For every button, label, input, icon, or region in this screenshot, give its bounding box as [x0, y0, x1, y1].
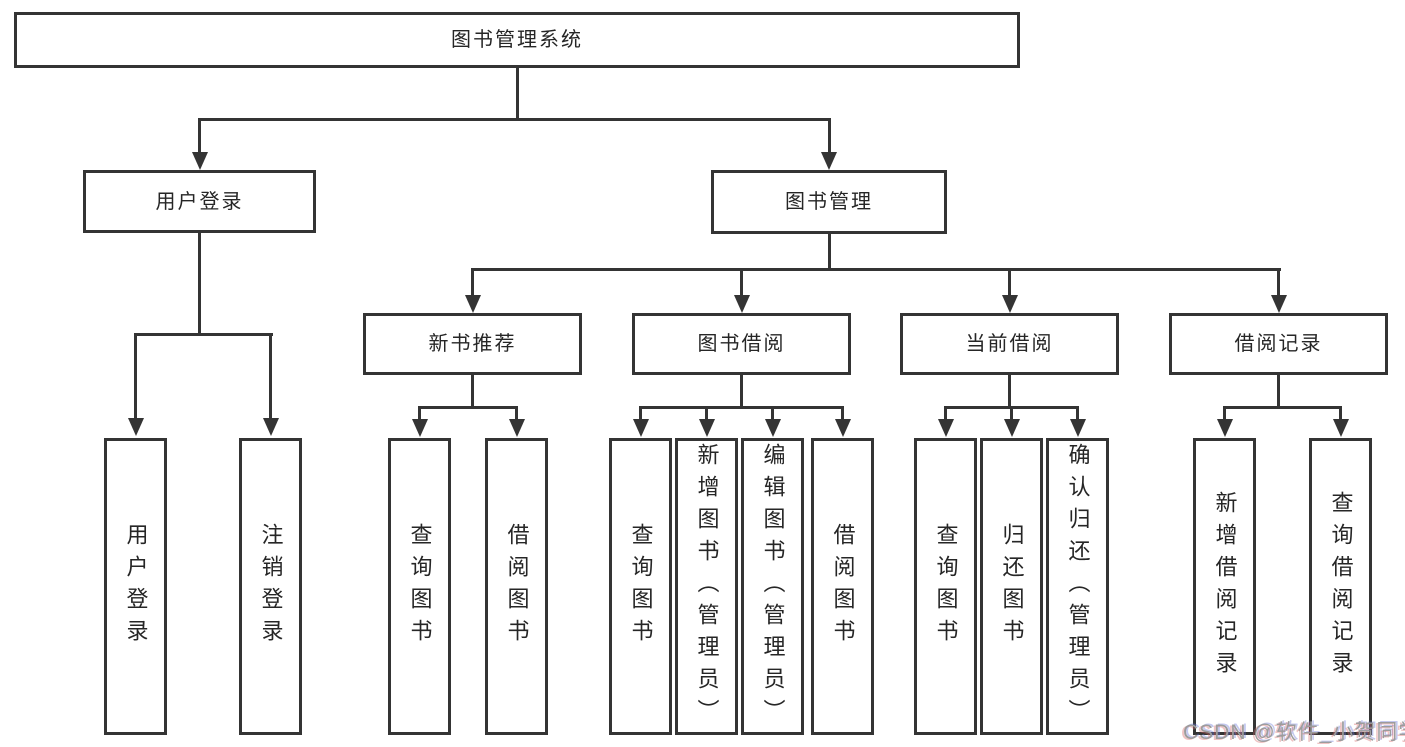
connector-vline [515, 406, 518, 421]
arrow-down-icon [1332, 419, 1349, 437]
arrow-down-icon [127, 418, 144, 436]
leaf-bb-borrow-book-label: 借阅图书 [830, 522, 856, 651]
connector-vline [1008, 268, 1011, 297]
leaf-user-login-label: 用户登录 [123, 522, 149, 651]
leaf-br-add-record: 新增借阅记录 [1193, 438, 1256, 735]
connector-vline [1223, 406, 1226, 421]
connector-vline [1010, 406, 1013, 421]
connector-vline [705, 406, 708, 421]
leaf-rec-query-book-label: 查询图书 [407, 522, 433, 651]
connector-hline [639, 406, 844, 409]
node-borrow-records-label: 借阅记录 [1234, 333, 1323, 355]
leaf-br-query-record: 查询借阅记录 [1309, 438, 1372, 735]
leaf-bb-edit-book: 编辑图书（管理员） [741, 438, 804, 735]
arrow-down-icon [821, 152, 837, 170]
connector-hline [471, 268, 1281, 271]
connector-hline [1223, 406, 1342, 409]
leaf-bb-add-book-label: 新增图书（管理员） [694, 442, 720, 731]
connector-vline [827, 234, 831, 271]
connector-vline [471, 268, 474, 297]
arrow-down-icon [508, 419, 525, 437]
node-book-borrow-label: 图书借阅 [697, 333, 786, 355]
leaf-bb-add-book: 新增图书（管理员） [675, 438, 738, 735]
arrow-down-icon [1003, 419, 1020, 437]
node-borrow-records: 借阅记录 [1169, 313, 1388, 375]
connector-vline [1076, 406, 1079, 421]
connector-vline [740, 375, 743, 409]
leaf-cb-return-book: 归还图书 [980, 438, 1043, 735]
leaf-bb-query-book-label: 查询图书 [628, 522, 654, 651]
node-user-login: 用户登录 [83, 170, 316, 233]
node-new-book-rec: 新书推荐 [363, 313, 582, 375]
leaf-cb-confirm-return: 确认归还（管理员） [1046, 438, 1109, 735]
connector-vline [639, 406, 642, 421]
node-root-label: 图书管理系统 [451, 29, 583, 51]
connector-vline [418, 406, 421, 421]
node-user-login-label: 用户登录 [155, 190, 244, 213]
leaf-bb-edit-book-label: 编辑图书（管理员） [760, 442, 786, 731]
leaf-br-add-record-label: 新增借阅记录 [1212, 490, 1238, 683]
leaf-rec-query-book: 查询图书 [388, 438, 451, 735]
arrow-down-icon [1001, 295, 1018, 313]
connector-vline [198, 233, 201, 335]
connector-vline [1339, 406, 1342, 421]
leaf-br-query-record-label: 查询借阅记录 [1328, 490, 1354, 683]
arrow-down-icon [1216, 419, 1233, 437]
connector-vline [944, 406, 947, 421]
leaf-cb-query-book-label: 查询图书 [933, 522, 959, 651]
leaf-bb-borrow-book: 借阅图书 [811, 438, 874, 735]
csdn-watermark: CSDN @软件_小贺同学 [1183, 721, 1405, 744]
leaf-logout-label: 注销登录 [258, 522, 284, 651]
connector-vline [198, 118, 201, 154]
connector-hline [134, 333, 273, 336]
arrow-down-icon [1069, 419, 1086, 437]
connector-hline [418, 406, 518, 409]
arrow-down-icon [464, 295, 481, 313]
arrow-down-icon [411, 419, 428, 437]
node-root: 图书管理系统 [14, 12, 1020, 68]
connector-vline [471, 375, 474, 409]
arrow-down-icon [1270, 295, 1287, 313]
arrow-down-icon [632, 419, 649, 437]
connector-hline [198, 118, 830, 121]
connector-vline [1008, 375, 1011, 409]
arrow-down-icon [191, 152, 208, 170]
leaf-rec-borrow-book-label: 借阅图书 [504, 522, 530, 651]
arrow-down-icon [764, 419, 781, 437]
node-current-borrow-label: 当前借阅 [965, 333, 1054, 355]
connector-vline [771, 406, 774, 421]
connector-vline [269, 333, 272, 420]
leaf-cb-confirm-return-label: 确认归还（管理员） [1065, 442, 1091, 731]
arrow-down-icon [262, 418, 279, 436]
node-book-mgmt: 图书管理 [711, 170, 947, 234]
connector-vline [1277, 268, 1280, 297]
connector-vline [827, 118, 831, 154]
arrow-down-icon [834, 419, 851, 437]
arrow-down-icon [733, 295, 750, 313]
connector-vline [740, 268, 743, 297]
connector-vline [841, 406, 844, 421]
connector-vline [1277, 375, 1280, 409]
leaf-user-login: 用户登录 [104, 438, 167, 735]
leaf-logout: 注销登录 [239, 438, 302, 735]
connector-vline [134, 333, 137, 420]
node-book-borrow: 图书借阅 [632, 313, 851, 375]
arrow-down-icon [698, 419, 715, 437]
node-new-book-rec-label: 新书推荐 [428, 333, 517, 355]
leaf-cb-return-book-label: 归还图书 [999, 522, 1025, 651]
leaf-rec-borrow-book: 借阅图书 [485, 438, 548, 735]
node-current-borrow: 当前借阅 [900, 313, 1119, 375]
leaf-bb-query-book: 查询图书 [609, 438, 672, 735]
node-book-mgmt-label: 图书管理 [785, 191, 873, 213]
connector-vline [515, 68, 519, 120]
leaf-cb-query-book: 查询图书 [914, 438, 977, 735]
arrow-down-icon [937, 419, 954, 437]
